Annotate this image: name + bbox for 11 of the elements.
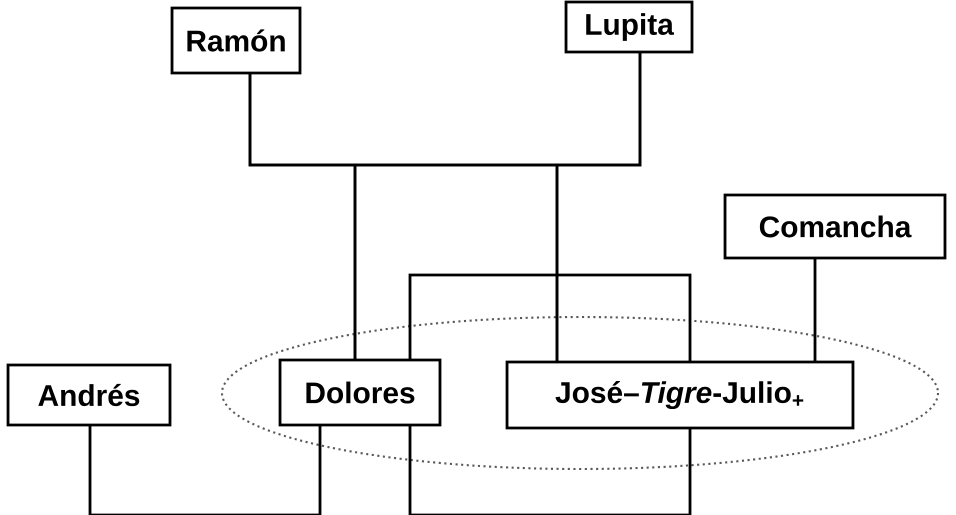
person-box: Ramón xyxy=(170,6,302,74)
person-box: Comancha xyxy=(724,194,946,260)
family-line xyxy=(814,258,816,362)
person-box: Lupita xyxy=(564,0,694,54)
person-box: Dolores xyxy=(278,358,442,426)
family-line xyxy=(88,425,322,515)
person-box: Andrés xyxy=(6,364,172,426)
person-box: José–Tigre-Julio$_{+}$ xyxy=(506,360,854,430)
family-line xyxy=(408,425,692,515)
family-line xyxy=(556,52,642,362)
family-line xyxy=(408,274,692,362)
